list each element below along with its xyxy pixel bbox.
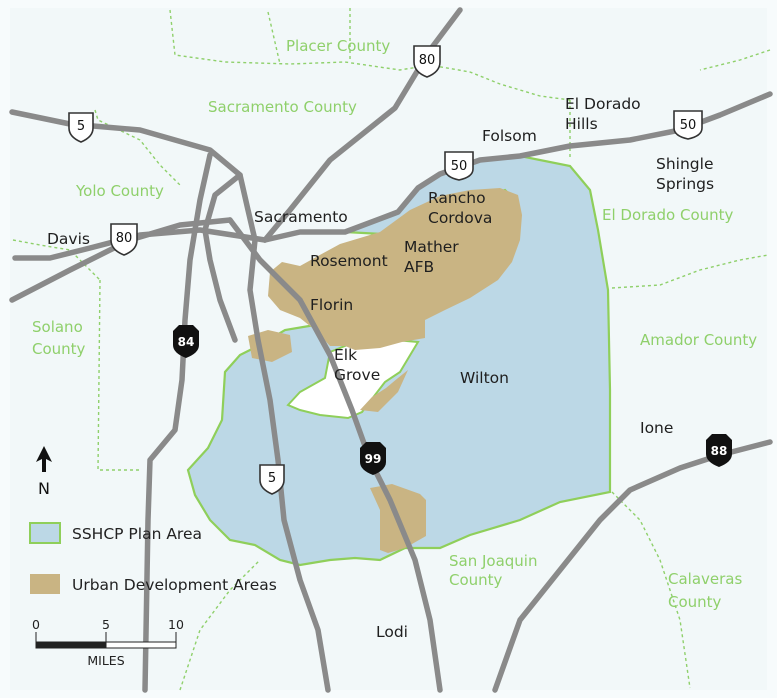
svg-text:99: 99	[365, 452, 382, 466]
urban-area-main	[268, 188, 522, 350]
roads	[9, 7, 773, 693]
county-label-solano-2: County	[32, 340, 86, 358]
county-label-calaveras-2: County	[668, 593, 722, 611]
city-label-elk-2: Grove	[334, 366, 380, 384]
legend-swatch-urban	[30, 574, 60, 594]
city-label-rancho-1: Rancho	[428, 189, 486, 207]
city-label-wilton: Wilton	[460, 369, 509, 387]
city-label-mather-2: AFB	[404, 258, 434, 276]
svg-text:84: 84	[178, 335, 195, 349]
us-shield-50-east: 50	[673, 110, 703, 140]
legend-label-urban: Urban Development Areas	[72, 576, 277, 594]
legend: SSHCP Plan Area Urban Development Areas	[29, 522, 277, 594]
svg-text:50: 50	[680, 118, 697, 133]
scale-unit: MILES	[87, 653, 124, 668]
interstate-shield-5-south: 5	[259, 464, 285, 495]
city-label-lodi: Lodi	[376, 623, 408, 641]
county-lines	[12, 8, 771, 691]
legend-label-plan-area: SSHCP Plan Area	[72, 525, 202, 543]
state-shield-88: 88	[706, 434, 732, 467]
us-shield-50-west: 50	[444, 151, 474, 181]
north-arrow-icon	[36, 446, 52, 472]
svg-text:5: 5	[77, 119, 85, 134]
county-label-yolo: Yolo County	[75, 182, 164, 200]
city-label-shingle-1: Shingle	[656, 155, 713, 173]
county-label-eldorado: El Dorado County	[602, 206, 734, 224]
svg-text:80: 80	[116, 231, 133, 246]
city-label-rosemont: Rosemont	[310, 252, 388, 270]
scale-bar: 0 5 10 MILES	[32, 617, 184, 668]
state-shield-99: 99	[360, 442, 386, 475]
svg-text:50: 50	[451, 159, 468, 174]
legend-swatch-plan-area	[29, 522, 61, 544]
city-label-ione: Ione	[640, 419, 673, 437]
county-label-calaveras-1: Calaveras	[668, 570, 742, 588]
county-label-solano-1: Solano	[32, 318, 83, 336]
svg-text:88: 88	[711, 444, 728, 458]
city-label-eldorado-hills-2: Hills	[565, 115, 598, 133]
scale-tick-10: 10	[168, 617, 184, 632]
urban-area-east-elk	[360, 370, 408, 412]
county-label-sanjoaquin-1: San Joaquin	[449, 552, 537, 570]
elk-grove-cutout	[286, 338, 420, 420]
city-label-eldorado-hills-1: El Dorado	[565, 95, 641, 113]
svg-text:5: 5	[268, 471, 276, 486]
city-label-davis: Davis	[47, 230, 90, 248]
county-label-placer: Placer County	[286, 37, 390, 55]
north-label: N	[38, 479, 50, 498]
interstate-shield-80-north: 80	[413, 45, 441, 78]
north-arrow: N	[36, 446, 52, 498]
city-label-florin: Florin	[310, 296, 353, 314]
city-label-sacramento: Sacramento	[254, 208, 348, 226]
svg-text:80: 80	[419, 53, 436, 68]
city-label-rancho-2: Cordova	[428, 209, 492, 227]
city-label-mather-1: Mather	[404, 238, 459, 256]
county-label-sacramento: Sacramento County	[208, 98, 357, 116]
scale-tick-5: 5	[102, 617, 110, 632]
city-label-shingle-2: Springs	[656, 175, 714, 193]
scale-tick-0: 0	[32, 617, 40, 632]
interstate-shield-5-north: 5	[68, 112, 94, 143]
county-label-sanjoaquin-2: County	[449, 571, 503, 589]
city-label-elk-1: Elk	[334, 346, 357, 364]
county-label-amador: Amador County	[640, 331, 757, 349]
interstate-shield-80-west: 80	[110, 223, 138, 256]
city-label-folsom: Folsom	[482, 127, 537, 145]
state-shield-84: 84	[173, 325, 199, 358]
